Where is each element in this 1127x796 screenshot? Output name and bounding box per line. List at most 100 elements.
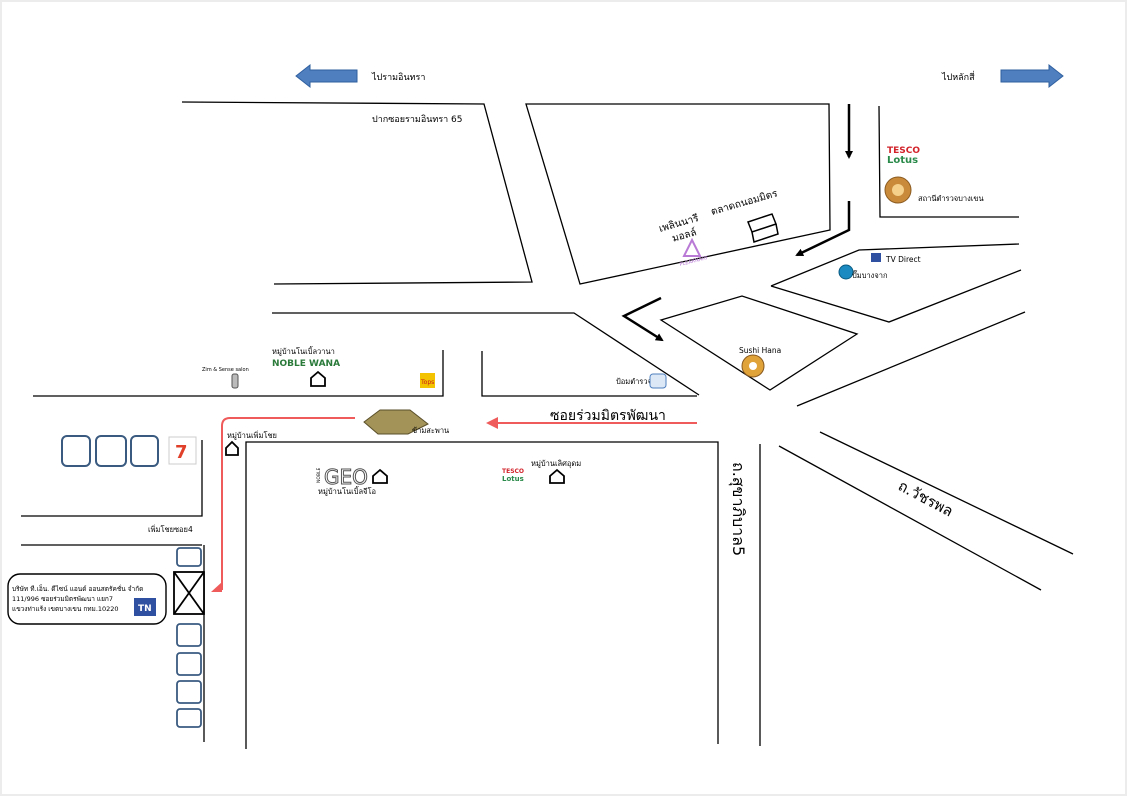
noble-wana-logo: NOBLE WANA <box>272 359 340 369</box>
phet-soi-label: เพิ่มโชยซอย4 <box>148 524 193 534</box>
route-arrows <box>621 104 853 342</box>
noble-geo-label: หมู่บ้านโนเบิ้ลจีโอ <box>318 486 376 496</box>
police-station: สถานีตำรวจบางเขน <box>884 176 984 204</box>
house-icon <box>310 370 326 387</box>
block-police-box <box>481 351 697 397</box>
police-emblem-inner <box>892 184 904 196</box>
seven-eleven-logo-icon <box>168 436 197 465</box>
company-box-5 <box>176 708 202 728</box>
company-card: บริษัท ที.เอ็น. ดีไซน์ แอนด์ ออนสตรัคชั่… <box>7 573 167 625</box>
tesco-small-text: TESCO <box>502 468 524 475</box>
sukhaphiban-label: ถ.สุขาภิบาล5 <box>728 462 748 556</box>
target-x-icon-b <box>173 571 205 615</box>
red-route-line-2 <box>221 417 355 590</box>
company-line3: แขวงท่าแร้ง เขตบางเขน กทม.10220 <box>12 605 119 613</box>
phet-village: หมู่บ้านเพิ่มโชย <box>225 430 277 456</box>
salon-icon <box>231 373 239 389</box>
noble-wana: หมู่บ้านโนเบิ้ลวานา NOBLE WANA <box>272 346 340 387</box>
salon-label: Zim & Sense salon <box>202 367 249 373</box>
tv-direct-logo-icon <box>871 253 881 262</box>
block-geo <box>245 441 719 749</box>
sushi-logo-inner <box>749 362 757 370</box>
tv-direct: TV Direct <box>871 253 921 264</box>
company-box-2 <box>176 623 202 647</box>
lert-udom: หมู่บ้านเลิศอุดม <box>531 459 581 484</box>
block-seven <box>21 440 203 517</box>
company-line1: บริษัท ที.เอ็น. ดีไซน์ แอนด์ ออนสตรัคชั่… <box>12 584 143 593</box>
company-logo-icon <box>134 598 156 616</box>
house-icon-geo <box>372 468 388 484</box>
bangchak-label: ปั๊มบางจาก <box>852 270 888 280</box>
soi-entrance-label: ปากซอยรามอินทรา 65 <box>372 114 463 125</box>
block-noble-wana <box>33 350 444 397</box>
company-box-4 <box>176 680 202 704</box>
lert-udom-label: หมู่บ้านเลิศอุดม <box>531 459 581 468</box>
sushi-label: Sushi Hana <box>739 346 781 355</box>
police-box-icon <box>649 373 667 389</box>
shop-row-west: 7 <box>61 435 197 467</box>
phet-village-label: หมู่บ้านเพิ่มโชย <box>227 430 277 440</box>
bridge-icon <box>363 409 429 435</box>
bridge: ข้ามสะพาน <box>363 409 449 435</box>
lotus-small-text: Lotus <box>502 475 524 483</box>
company-logo-text: TN <box>138 604 152 614</box>
company-block <box>173 547 205 728</box>
tops-logo-icon <box>420 373 435 388</box>
house-icon-phet <box>225 440 239 456</box>
block-tesco <box>878 105 1019 218</box>
company-line2: 111/996 ซอยร่วมมิตรพัฒนา แยก7 <box>12 595 113 603</box>
shop-box-1 <box>61 435 91 467</box>
company-box-1 <box>176 547 202 567</box>
shop-box-3 <box>130 435 159 467</box>
bangchak: ปั๊มบางจาก <box>838 264 888 280</box>
road-watcharaphon-south-a <box>778 445 1042 591</box>
soi-ruam-mit-label: ซอยร่วมมิตรพัฒนา <box>550 408 666 424</box>
lotus-top-text: Lotus <box>887 155 918 166</box>
east-arrow-icon <box>1000 63 1064 89</box>
company-card-frame <box>7 573 167 625</box>
tesco-lotus-top: TESCO Lotus <box>887 146 920 166</box>
east-label: ไปหลักสี่ <box>941 70 975 83</box>
red-route <box>211 417 697 592</box>
noble-geo: NOBLE GEO หมู่บ้านโนเบิ้ลจีโอ <box>316 465 388 496</box>
road-tv-direct-top <box>770 243 1020 287</box>
tesco-top-text: TESCO <box>887 146 920 156</box>
direction-east: ไปหลักสี่ <box>941 63 1064 89</box>
turn-arrow-2-icon <box>621 296 664 342</box>
west-label: ไปรามอินทรา <box>371 72 425 83</box>
seven-eleven-label: 7 <box>175 442 188 463</box>
police-station-label: สถานีตำรวจบางเขน <box>918 194 984 203</box>
house-icon-lert <box>549 468 565 484</box>
direction-west: ไปรามอินทรา <box>295 63 425 89</box>
plearnary-logo-icon <box>682 237 702 257</box>
noble-wana-label: หมู่บ้านโนเบิ้ลวานา <box>272 346 335 356</box>
company-box-3 <box>176 652 202 676</box>
tops-label: Tops <box>420 379 434 386</box>
bangchak-logo-icon <box>838 264 854 280</box>
tv-direct-label: TV Direct <box>885 255 921 264</box>
noble-geo-logo: GEO <box>324 465 368 489</box>
red-arrow-head-2-icon <box>211 582 222 592</box>
sushi-hana: Sushi Hana <box>739 346 781 378</box>
road-tv-direct-bottom <box>770 269 1022 323</box>
road-watcharaphon-south-b <box>819 431 1074 555</box>
road-network <box>21 101 1074 749</box>
market-stall-icon <box>751 223 779 243</box>
salon: Zim & Sense salon <box>202 367 249 389</box>
block-north-west <box>181 101 533 285</box>
west-arrow-icon <box>295 63 358 89</box>
police-box: ป้อมตำรวจ <box>616 373 667 389</box>
block-north-mall <box>525 103 831 285</box>
noble-geo-prefix: NOBLE <box>316 467 322 483</box>
market-icon <box>747 213 779 243</box>
road-watcharaphon-north <box>796 311 1026 407</box>
police-box-label: ป้อมตำรวจ <box>616 377 652 386</box>
tesco-lotus-small: TESCO Lotus <box>502 468 524 483</box>
tops: Tops <box>420 373 435 388</box>
road-soi-north-edge <box>272 312 700 396</box>
turn-arrow-icon <box>795 201 851 257</box>
red-arrow-head-icon <box>486 417 498 429</box>
bridge-label: ข้ามสะพาน <box>412 426 449 435</box>
